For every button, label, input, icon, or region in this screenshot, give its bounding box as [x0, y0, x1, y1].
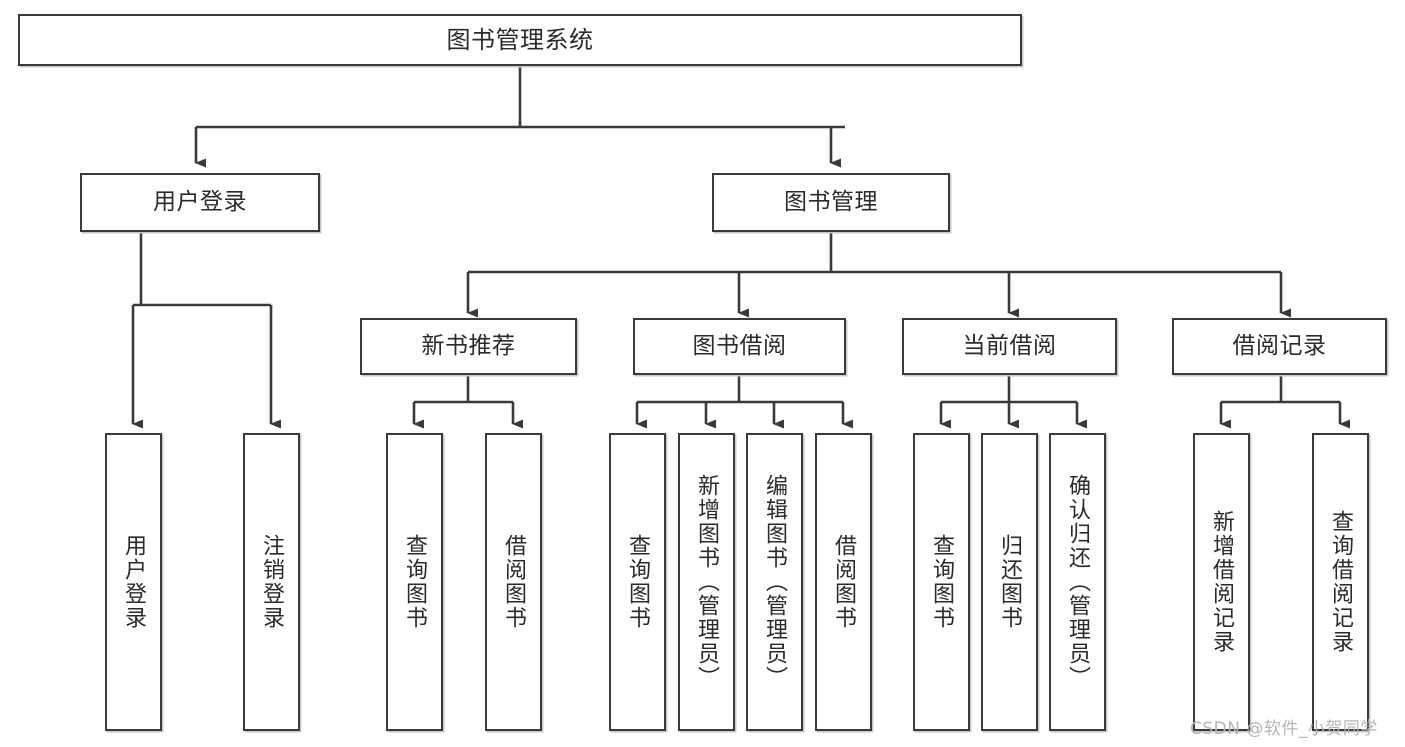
node-new-book-recommend-label: 新书推荐 — [421, 332, 516, 359]
node-leaf-borrow-book-2[interactable]: 借阅图书 — [815, 433, 872, 731]
node-leaf-confirm-return-label: 确认归还（管理员） — [1065, 474, 1091, 690]
node-leaf-query-borrow-record-label: 查询借阅记录 — [1328, 510, 1354, 654]
node-book-borrow-label: 图书借阅 — [692, 332, 787, 359]
node-current-borrow-label: 当前借阅 — [962, 332, 1057, 359]
node-leaf-user-logout-label: 注销登录 — [259, 534, 285, 630]
node-leaf-return-book[interactable]: 归还图书 — [981, 433, 1038, 731]
node-root-system[interactable]: 图书管理系统 — [18, 14, 1022, 66]
node-leaf-query-book-1-label: 查询图书 — [402, 534, 428, 630]
node-new-book-recommend[interactable]: 新书推荐 — [360, 318, 577, 375]
node-user-login[interactable]: 用户登录 — [80, 173, 320, 232]
node-root-system-label: 图书管理系统 — [446, 25, 594, 54]
node-user-login-label: 用户登录 — [153, 188, 247, 215]
node-leaf-user-login[interactable]: 用户登录 — [105, 433, 162, 731]
node-current-borrow[interactable]: 当前借阅 — [902, 318, 1117, 375]
node-leaf-user-logout[interactable]: 注销登录 — [243, 433, 300, 731]
node-borrow-record-label: 借阅记录 — [1232, 332, 1327, 359]
node-leaf-user-login-label: 用户登录 — [121, 534, 147, 630]
node-borrow-record[interactable]: 借阅记录 — [1172, 318, 1387, 375]
node-leaf-query-book-1[interactable]: 查询图书 — [386, 433, 443, 731]
node-leaf-borrow-book-1[interactable]: 借阅图书 — [485, 433, 542, 731]
node-leaf-borrow-book-2-label: 借阅图书 — [831, 534, 857, 630]
node-leaf-edit-book[interactable]: 编辑图书（管理员） — [746, 433, 803, 731]
node-book-manage-label: 图书管理 — [784, 188, 878, 215]
node-leaf-borrow-book-1-label: 借阅图书 — [501, 534, 527, 630]
node-leaf-query-book-2[interactable]: 查询图书 — [609, 433, 666, 731]
node-leaf-return-book-label: 归还图书 — [997, 534, 1023, 630]
node-leaf-confirm-return[interactable]: 确认归还（管理员） — [1049, 433, 1106, 731]
node-leaf-add-borrow-record-label: 新增借阅记录 — [1209, 510, 1235, 654]
node-leaf-query-borrow-record[interactable]: 查询借阅记录 — [1312, 433, 1369, 731]
node-leaf-add-book[interactable]: 新增图书（管理员） — [678, 433, 735, 731]
watermark: CSDN @软件_小贺同学 — [1190, 719, 1378, 739]
node-leaf-add-borrow-record[interactable]: 新增借阅记录 — [1193, 433, 1250, 731]
node-leaf-query-book-3[interactable]: 查询图书 — [913, 433, 970, 731]
node-book-borrow[interactable]: 图书借阅 — [633, 318, 846, 375]
node-leaf-edit-book-label: 编辑图书（管理员） — [762, 474, 788, 690]
node-leaf-query-book-3-label: 查询图书 — [929, 534, 955, 630]
node-leaf-query-book-2-label: 查询图书 — [625, 534, 651, 630]
node-leaf-add-book-label: 新增图书（管理员） — [694, 474, 720, 690]
node-book-manage[interactable]: 图书管理 — [712, 173, 950, 232]
